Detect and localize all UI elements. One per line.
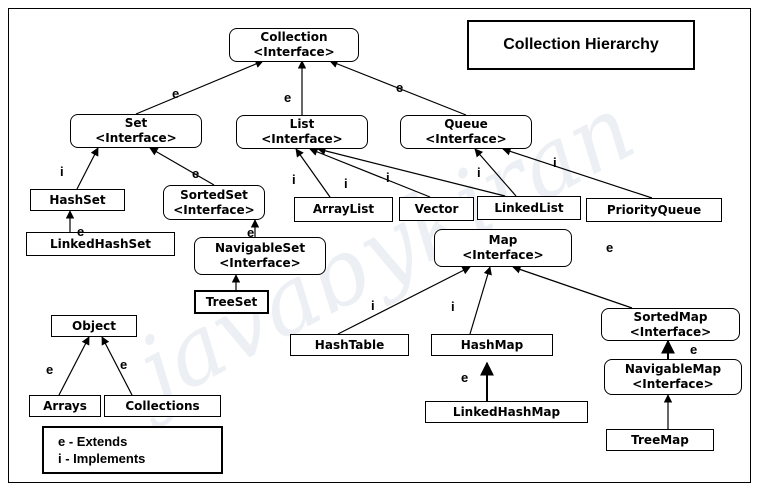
node-hashmap: HashMap bbox=[431, 334, 553, 356]
node-queue: Queue<Interface> bbox=[400, 115, 532, 149]
edge-linkedlist-to-queue bbox=[474, 148, 517, 197]
navigablemap-label-0: NavigableMap bbox=[624, 362, 722, 376]
edge-set-to-collection bbox=[135, 60, 264, 115]
sortedmap-label-0: SortedMap bbox=[633, 309, 708, 324]
edge-label-linkedlist: i bbox=[477, 165, 481, 180]
edge-label-hashtable: i bbox=[371, 298, 375, 313]
node-navigableset: NavigableSet<Interface> bbox=[194, 237, 326, 275]
set-label-1: <Interface> bbox=[95, 131, 177, 145]
map-label-0: Map bbox=[488, 233, 518, 247]
node-linkedlist: LinkedList bbox=[477, 196, 581, 220]
navigableset-label-1: <Interface> bbox=[219, 256, 301, 270]
sortedset-label-0: SortedSet bbox=[180, 187, 248, 202]
node-collections: Collections bbox=[104, 395, 221, 417]
diagram-title: Collection Hierarchy bbox=[467, 20, 695, 70]
node-sortedset: SortedSet<Interface> bbox=[163, 185, 265, 220]
edge-label-navigablemap: e bbox=[690, 342, 698, 357]
edge-label-set: e bbox=[172, 86, 180, 101]
diagram-frame bbox=[8, 8, 751, 483]
node-hashset: HashSet bbox=[30, 189, 125, 211]
edge-hashmap-to-map bbox=[469, 266, 492, 335]
edge-label-vector: i bbox=[344, 176, 348, 191]
edge-vector-to-list bbox=[309, 147, 431, 198]
edge-label-list: e bbox=[284, 90, 292, 105]
node-treemap: TreeMap bbox=[606, 429, 714, 451]
node-list: List<Interface> bbox=[236, 115, 368, 149]
node-collection: Collection<Interface> bbox=[229, 28, 359, 62]
legend-implements: i - Implements bbox=[58, 451, 146, 466]
edge-arraylist-to-list bbox=[295, 148, 331, 198]
arraylist-label-0: ArrayList bbox=[312, 202, 375, 216]
edge-hashtable-to-map bbox=[337, 266, 471, 335]
edge-label-arraylist: i bbox=[292, 172, 296, 187]
navigablemap-label-1: <Interface> bbox=[632, 377, 714, 391]
node-navigablemap: NavigableMap<Interface> bbox=[604, 359, 742, 395]
queue-label-0: Queue bbox=[444, 117, 488, 131]
node-arrays: Arrays bbox=[29, 395, 101, 417]
list-label-1: <Interface> bbox=[261, 132, 343, 146]
edge-priorityqueue-to-queue bbox=[502, 147, 653, 199]
sortedmap-label-1: <Interface> bbox=[629, 324, 712, 339]
edge-label-linkedhashmap: e bbox=[461, 370, 469, 385]
edge-hashset-to-set bbox=[76, 147, 99, 190]
edge-label-linkedlist: i bbox=[386, 170, 390, 185]
node-arraylist: ArrayList bbox=[294, 197, 393, 222]
navigableset-label-0: NavigableSet bbox=[214, 241, 306, 255]
collections-label-0: Collections bbox=[125, 398, 200, 413]
edge-label-hashmap: i bbox=[451, 299, 455, 314]
node-map: Map<Interface> bbox=[434, 229, 572, 267]
edge-sortedmap-to-map bbox=[512, 265, 633, 309]
node-vector: Vector bbox=[399, 197, 474, 221]
object-label-0: Object bbox=[72, 318, 116, 333]
edge-arrays-to-object bbox=[58, 336, 90, 396]
sortedset-label-1: <Interface> bbox=[173, 202, 255, 217]
node-sortedmap: SortedMap<Interface> bbox=[601, 308, 740, 341]
edge-label-sortedset: e bbox=[192, 166, 200, 181]
edge-label-arrays: e bbox=[46, 362, 54, 377]
priorityqueue-label-0: PriorityQueue bbox=[606, 202, 702, 217]
arrays-label-0: Arrays bbox=[43, 398, 87, 413]
linkedhashmap-label-0: LinkedHashMap bbox=[452, 404, 561, 419]
hashset-label-0: HashSet bbox=[49, 192, 106, 207]
set-label-0: Set bbox=[124, 116, 148, 130]
node-hashtable: HashTable bbox=[290, 334, 409, 356]
treemap-label-0: TreeMap bbox=[631, 432, 689, 447]
collection-label-1: <Interface> bbox=[253, 45, 335, 59]
edge-label-queue: e bbox=[396, 80, 404, 95]
node-linkedhashmap: LinkedHashMap bbox=[425, 401, 588, 423]
edge-label-hashset: i bbox=[60, 164, 64, 179]
edge-sortedset-to-set bbox=[149, 147, 215, 186]
legend-extends: e - Extends bbox=[58, 434, 128, 449]
edge-label-navigableset: e bbox=[247, 225, 255, 240]
node-treeset: TreeSet bbox=[194, 290, 269, 314]
edge-label-sortedmap: e bbox=[606, 240, 614, 255]
edge-label-priorityqueue: i bbox=[553, 155, 557, 170]
queue-label-1: <Interface> bbox=[425, 132, 507, 146]
edge-queue-to-collection bbox=[329, 59, 467, 116]
hashmap-label-0: HashMap bbox=[460, 337, 524, 352]
map-label-1: <Interface> bbox=[462, 248, 544, 262]
linkedhashset-label-0: LinkedHashSet bbox=[49, 236, 152, 251]
hashtable-label-0: HashTable bbox=[314, 337, 385, 352]
node-set: Set<Interface> bbox=[70, 114, 202, 148]
edge-collections-to-object bbox=[101, 336, 133, 396]
collection-label-0: Collection bbox=[260, 30, 328, 44]
legend: e - Extends i - Implements bbox=[42, 426, 223, 474]
edge-linkedlist-to-list bbox=[317, 146, 506, 197]
edge-label-linkedhashset: e bbox=[77, 224, 85, 239]
node-priorityqueue: PriorityQueue bbox=[586, 198, 722, 222]
vector-label-0: Vector bbox=[414, 201, 459, 216]
linkedlist-label-0: LinkedList bbox=[494, 200, 564, 215]
list-label-0: List bbox=[289, 117, 315, 131]
treeset-label-0: TreeSet bbox=[205, 294, 258, 309]
edge-label-collections: e bbox=[120, 357, 128, 372]
node-linkedhashset: LinkedHashSet bbox=[26, 232, 175, 256]
node-object: Object bbox=[51, 315, 137, 337]
